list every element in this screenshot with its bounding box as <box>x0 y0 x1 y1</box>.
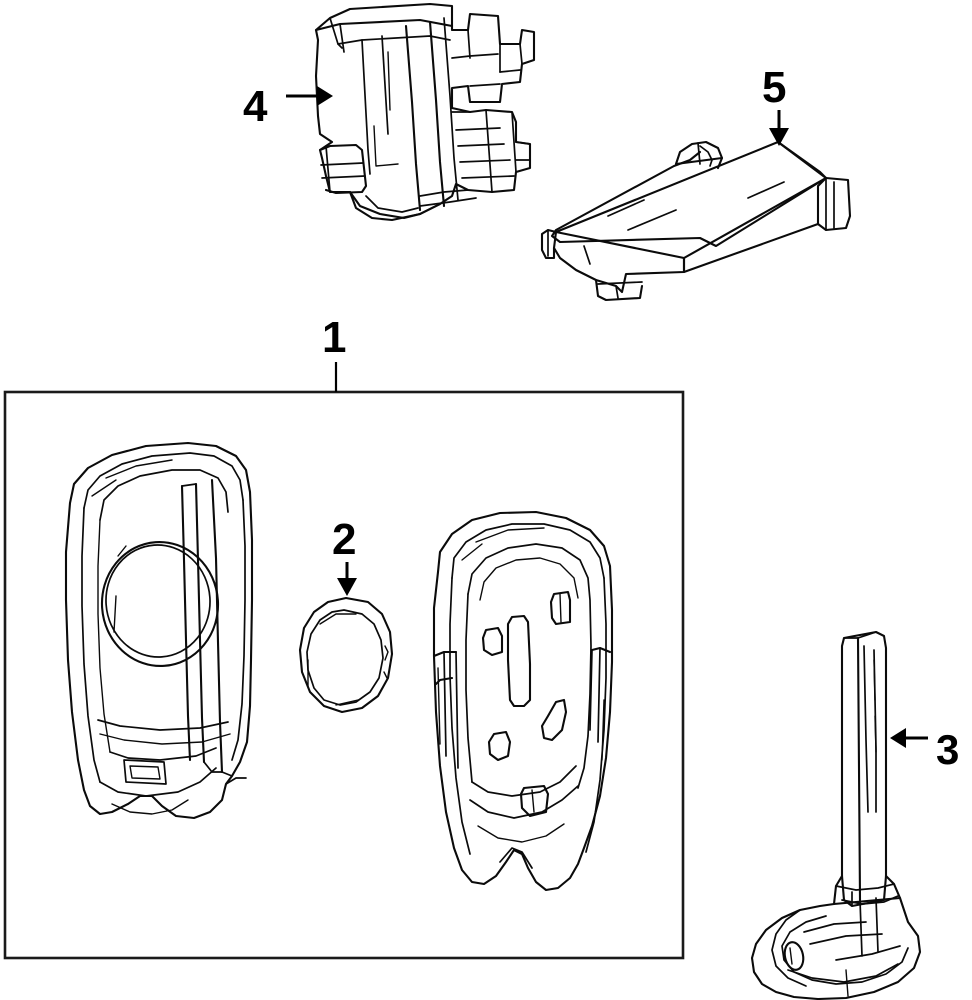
part-fob-front-cover <box>64 441 254 820</box>
callout-4-arrowhead <box>317 86 333 106</box>
callout-5-arrowhead <box>769 128 789 146</box>
part-fob-rear-housing <box>432 510 614 892</box>
callout-2-arrowhead <box>337 578 357 596</box>
callout-3-number: 3 <box>936 726 959 773</box>
callout-5-group: 5 <box>762 63 789 146</box>
callout-2-number: 2 <box>332 515 356 564</box>
callout-1-number: 1 <box>322 313 346 362</box>
callout-5-number: 5 <box>762 63 786 112</box>
callout-4-group: 4 <box>243 82 333 131</box>
part-receiver-module <box>540 140 852 302</box>
part-transmitter-holder-bracket <box>314 2 536 222</box>
callout-4-number: 4 <box>243 82 268 131</box>
callout-1-group: 1 <box>322 313 346 392</box>
callout-3-arrowhead <box>890 728 906 748</box>
callout-3-group: 3 <box>890 726 959 773</box>
part-emergency-key-blade <box>750 630 922 1000</box>
transmitter-assembly-box <box>3 390 685 960</box>
callout-2-group: 2 <box>332 515 357 596</box>
part-coin-battery <box>298 596 394 714</box>
